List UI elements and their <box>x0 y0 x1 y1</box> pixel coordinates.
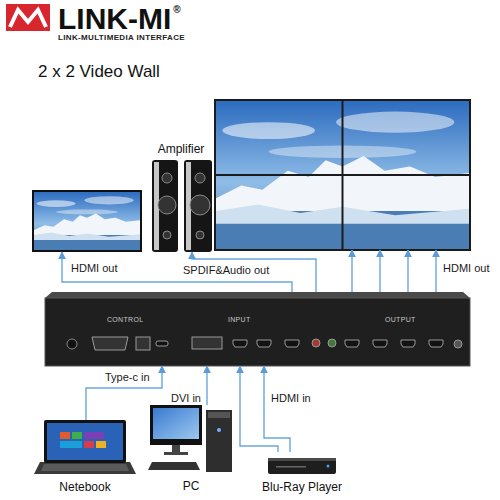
pc-power-light <box>217 428 221 432</box>
player-body <box>268 458 336 474</box>
diagram-title: 2 x 2 Video Wall <box>38 62 160 82</box>
notebook-keyboard <box>41 464 129 471</box>
signal-connector <box>407 250 408 292</box>
bass-port <box>163 231 171 239</box>
speaker-cabinet <box>152 160 178 252</box>
woofer <box>158 196 176 214</box>
registered-mark: ® <box>173 4 180 16</box>
tweeter <box>162 173 172 183</box>
notebook-picture <box>34 420 136 474</box>
hdmi-port <box>233 340 247 347</box>
pc-drive-bay <box>208 412 230 418</box>
tweeter <box>195 173 205 183</box>
connector-group <box>62 250 436 452</box>
notebook-screen <box>47 423 123 460</box>
audio-port <box>328 339 336 347</box>
panel-label: INPUT <box>228 316 251 324</box>
screen-tile <box>84 432 104 439</box>
connector-label: HDMI in <box>270 392 312 405</box>
hdmi-port <box>257 340 271 347</box>
matrix-switcher: CONTROL INPUT OUTPUT <box>45 292 470 366</box>
panel-label: OUTPUT <box>385 316 416 324</box>
video-wall <box>215 100 470 250</box>
pc-picture <box>148 405 232 472</box>
device-caption: PC <box>183 480 200 494</box>
wall-bezel <box>215 174 470 176</box>
blu-ray-picture <box>268 458 336 474</box>
amplifier: Amplifier <box>150 160 212 252</box>
video-wall-picture <box>215 100 470 250</box>
connector-label: HDMI out <box>70 262 118 275</box>
screen-tile <box>72 432 82 439</box>
signal-connector <box>206 366 207 405</box>
rs232-port <box>92 337 128 350</box>
device-front <box>45 298 470 366</box>
notebook: Netebook <box>34 420 136 476</box>
logo-icon <box>6 4 50 31</box>
screen-tile <box>96 441 106 448</box>
hdmi-port <box>285 340 299 347</box>
notebook-lid <box>44 420 126 463</box>
connector-label: HDMI out <box>442 262 490 275</box>
pc: PC <box>148 405 234 475</box>
screen-tile <box>84 441 94 448</box>
pc-keyboard <box>148 462 200 470</box>
logo-square <box>6 4 50 31</box>
screen-tile <box>60 441 82 448</box>
connector-label: Type-c in <box>104 371 151 384</box>
dc-jack <box>67 339 77 349</box>
device-caption: Amplifier <box>158 143 205 157</box>
device-top <box>45 292 470 298</box>
disc-tray <box>276 466 306 468</box>
monitor-picture <box>32 190 142 252</box>
pc-stand <box>172 445 180 453</box>
monitor-image <box>34 192 140 250</box>
rj45-port <box>136 337 150 350</box>
signal-connector <box>264 366 290 452</box>
device-caption: Blu-Ray Player <box>262 481 342 495</box>
type-c-port <box>156 341 168 346</box>
pc-stand-base <box>164 452 188 455</box>
blu-ray-player: Blu-Ray Player <box>266 452 338 476</box>
device-caption: Netebook <box>59 481 110 495</box>
hdmi-port <box>401 340 415 347</box>
hdmi-port <box>429 340 443 347</box>
signal-connector <box>62 252 292 292</box>
monitor <box>32 190 142 252</box>
player-light <box>327 465 330 468</box>
switcher-picture <box>45 292 470 366</box>
brand-tagline: LINK-MULTIMEDIA INTERFACE <box>58 33 185 42</box>
signal-connector <box>379 250 380 292</box>
woofer <box>190 195 210 215</box>
signal-connector <box>435 250 436 292</box>
pc-tower <box>206 410 232 472</box>
ground-screw <box>454 340 462 348</box>
wall-image <box>216 101 469 249</box>
dvi-port <box>192 337 222 349</box>
hdmi-port <box>345 340 359 347</box>
monitor-frame <box>32 190 142 252</box>
speaker-cabinet <box>184 160 212 252</box>
hdmi-port <box>373 340 387 347</box>
brand-name: LINK-MI <box>58 2 171 37</box>
logo-mark <box>10 10 46 27</box>
signal-connector <box>86 366 162 420</box>
signal-connector <box>240 366 278 452</box>
notebook-base <box>34 462 136 474</box>
signal-connector <box>351 250 352 292</box>
connector-label: SPDIF&Audio out <box>182 264 270 277</box>
pc-monitor <box>150 405 202 445</box>
bass-port <box>196 231 204 239</box>
screen-tile <box>60 432 70 439</box>
speaker-picture <box>152 160 212 252</box>
panel-label: CONTROL <box>107 316 143 324</box>
connector-label: DVI in <box>170 392 202 405</box>
wall-bezel <box>215 100 470 250</box>
pc-screen <box>153 408 199 439</box>
spdif-port <box>312 339 320 347</box>
player-top <box>268 458 336 461</box>
